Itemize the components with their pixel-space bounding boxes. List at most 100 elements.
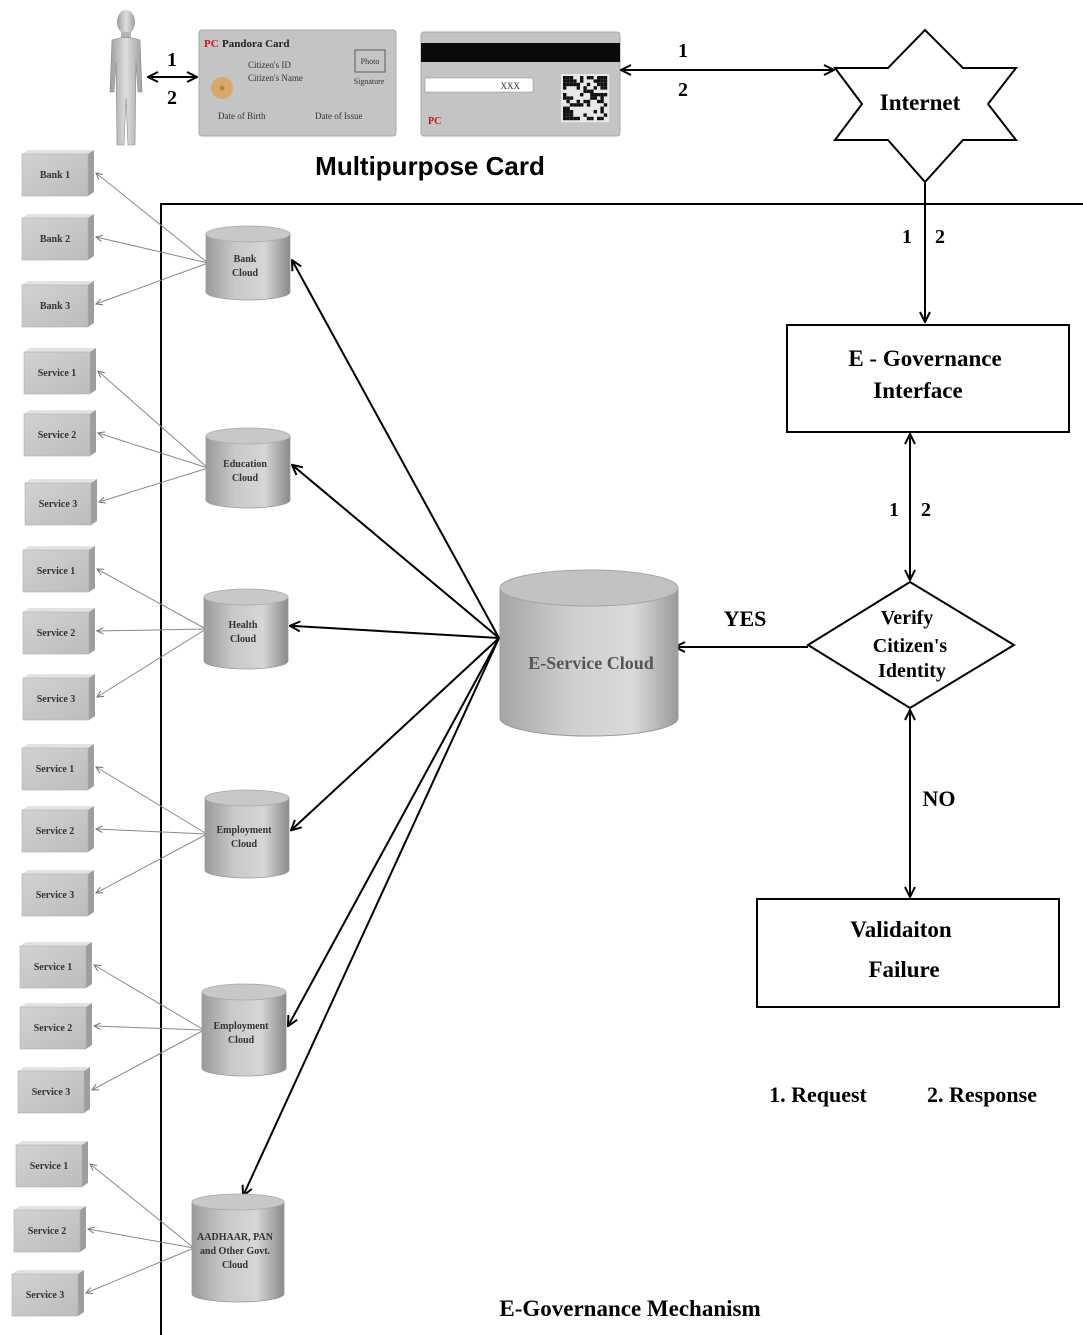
service-box: Service 3 <box>17 1067 90 1114</box>
service-box: Bank 1 <box>21 150 94 197</box>
service-box-label: Service 2 <box>28 1226 67 1237</box>
cloud-to-service-connector <box>97 628 207 697</box>
cloud-label: AADHAAR, PAN <box>197 1232 274 1243</box>
service-box-label: Service 1 <box>34 962 73 973</box>
service-box: Service 3 <box>21 870 94 917</box>
service-box: Service 2 <box>23 410 96 457</box>
service-box-label: Service 3 <box>32 1087 71 1098</box>
card-chip-icon <box>211 77 233 99</box>
service-box-label: Service 1 <box>38 368 77 379</box>
card-internet-response-label: 2 <box>678 79 688 101</box>
service-box-label: Service 3 <box>26 1290 65 1301</box>
cloud-cylinder: AADHAAR, PAN and Other Govt. Cloud <box>191 1193 285 1303</box>
cloud-label: Cloud <box>232 268 259 279</box>
card-back: XXX PC <box>420 31 621 137</box>
eservice-to-cloud-arrow <box>292 260 500 639</box>
service-box: Service 3 <box>11 1270 84 1317</box>
service-box-label: Service 1 <box>36 764 75 775</box>
internet-star-shape <box>833 28 1019 184</box>
citizen-figure <box>109 10 143 146</box>
cloud-to-service-connector <box>98 433 209 469</box>
service-box: Service 2 <box>21 806 94 853</box>
card-citizen-id: Citizen's ID <box>248 60 291 70</box>
service-box-label: Bank 3 <box>40 301 70 312</box>
service-cloud-group: Service 1 Service 2 Service 3 EmploymentClo… <box>21 637 500 917</box>
cloud-label: Cloud <box>232 473 259 484</box>
eservice-to-cloud-arrow <box>292 465 500 639</box>
internet-interface-request-label: 1 <box>902 226 912 248</box>
card-photo: Photo <box>361 57 380 66</box>
card-dob: Date of Birth <box>218 111 266 121</box>
cloud-to-service-connector <box>96 767 208 835</box>
person-request-label: 1 <box>167 49 177 71</box>
cloud-to-service-connector <box>92 1029 205 1090</box>
cloud-label: Cloud <box>228 1035 255 1046</box>
card-doi: Date of Issue <box>315 111 362 121</box>
cloud-label: and Other Govt. <box>200 1246 271 1257</box>
cloud-to-service-connector <box>94 1026 205 1031</box>
card-title: Pandora Card <box>222 38 290 50</box>
cloud-label: Employment <box>214 1021 270 1032</box>
service-box: Service 2 <box>22 608 95 655</box>
service-box: Service 2 <box>19 1003 92 1050</box>
verify-line2: Citizen's <box>873 635 948 657</box>
service-box-label: Service 1 <box>37 566 76 577</box>
service-cloud-group: Service 1 Service 2 Service 3 EducationClou… <box>23 348 500 639</box>
svg-text:✳: ✳ <box>219 84 226 93</box>
card-internet-request-label: 1 <box>678 40 688 62</box>
service-box: Bank 2 <box>21 214 94 261</box>
service-box: Service 1 <box>21 744 94 791</box>
service-box-label: Service 2 <box>34 1023 73 1034</box>
card-brand: PC <box>204 38 219 50</box>
validation-failure-box <box>756 898 1060 1008</box>
service-cloud-group: Service 1 Service 2 Service 3 AADHAAR, PAN a… <box>11 637 500 1317</box>
service-box: Service 3 <box>24 479 97 526</box>
service-box-label: Service 2 <box>36 826 75 837</box>
qr-code-icon <box>561 74 610 123</box>
cloud-to-service-connector <box>94 965 205 1031</box>
service-box: Service 1 <box>23 348 96 395</box>
card-caption: Multipurpose Card <box>315 151 545 181</box>
verify-line3: Identity <box>878 660 946 682</box>
cloud-to-service-connector <box>88 1229 195 1249</box>
cloud-to-service-connector <box>99 467 209 502</box>
validation-failure-line1: Validaiton <box>850 917 952 942</box>
eservice-to-cloud-arrow <box>291 637 500 830</box>
legend-response: 2. Response <box>927 1082 1037 1107</box>
card-back-brand: PC <box>428 116 441 127</box>
cloud-to-service-connector <box>97 629 207 631</box>
validation-failure-line2: Failure <box>868 957 939 982</box>
cloud-to-service-connector <box>96 833 208 893</box>
mechanism-frame <box>160 203 1083 1335</box>
no-label: NO <box>923 786 956 811</box>
service-box: Service 3 <box>22 674 95 721</box>
mechanism-label: E-Governance Mechanism <box>499 1296 760 1321</box>
verify-diamond-shape <box>806 580 1016 710</box>
cloud-label: Cloud <box>230 634 257 645</box>
card-photo-box <box>354 49 386 73</box>
cloud-label: Bank <box>234 254 257 265</box>
legend-request: 1. Request <box>769 1082 867 1107</box>
interface-verify-request-label: 1 <box>889 499 899 521</box>
card-front: PC Pandora Card Citizen's ID Citizen's N… <box>198 29 397 137</box>
egov-interface-box <box>786 324 1070 433</box>
cloud-label: Cloud <box>231 839 258 850</box>
service-box: Service 1 <box>22 546 95 593</box>
eservice-to-cloud-arrow <box>288 637 500 1026</box>
eservice-to-cloud-arrow <box>243 637 500 1196</box>
internet-interface-response-label: 2 <box>935 226 945 248</box>
cloud-to-service-connector <box>96 829 208 835</box>
eservice-to-cloud-arrow <box>290 626 500 639</box>
cloud-label: Cloud <box>222 1260 249 1271</box>
cloud-to-service-connector <box>96 173 209 264</box>
cloud-to-service-connector <box>96 237 209 264</box>
cloud-to-service-connector <box>97 569 207 630</box>
